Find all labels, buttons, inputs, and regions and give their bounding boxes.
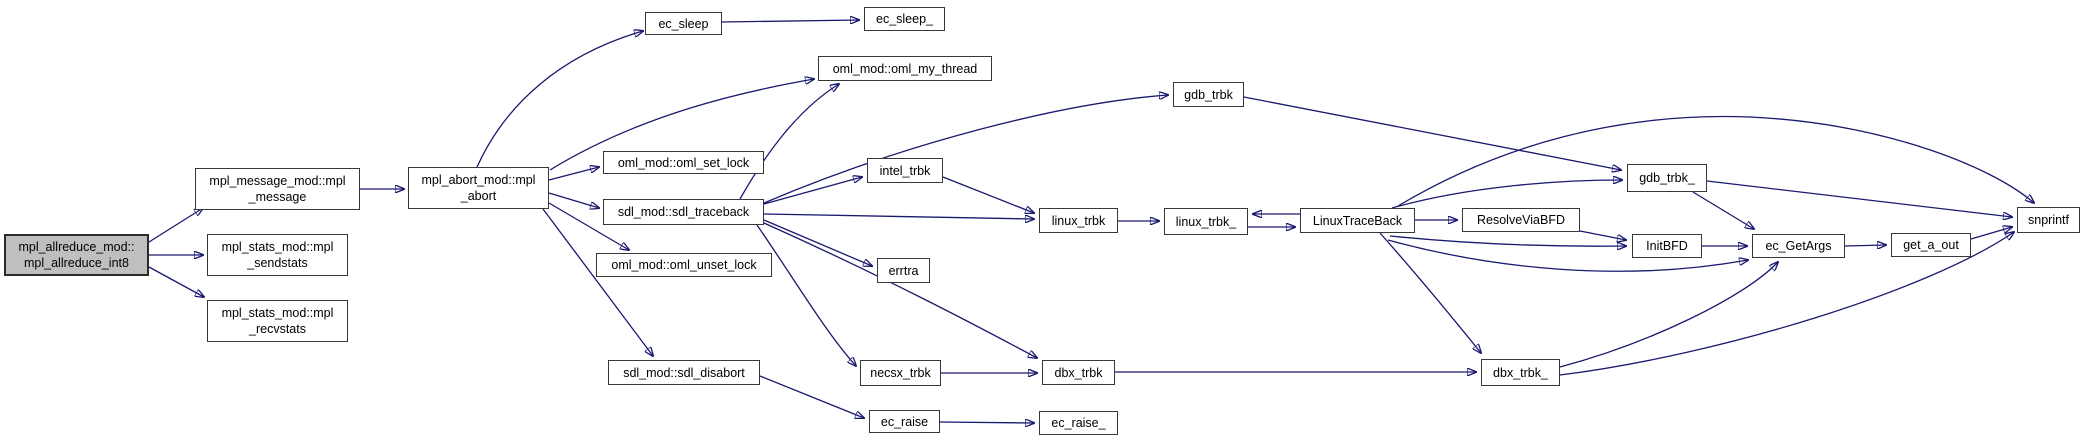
edge-linuxtraceback-to-dbx-trbk-u (1379, 232, 1481, 353)
edge-mpl-abort-to-sdl-traceback (548, 192, 599, 208)
edge-sdl-traceback-to-necsx-trbk (756, 224, 856, 366)
node-get-a-out[interactable]: get_a_out (1891, 233, 1971, 257)
edge-sdl-disabort-to-ec-raise (759, 375, 864, 418)
edge-gdb-trbk-u-to-snprintf (1706, 180, 2012, 217)
node-gdb-trbk[interactable]: gdb_trbk (1173, 82, 1244, 107)
edge-mpl-abort-to-oml-my-thread (549, 79, 814, 171)
edge-ec-raise-to-ec-raise-u (939, 422, 1034, 423)
node-mpl-recvstats[interactable]: mpl_stats_mod::mpl _recvstats (207, 300, 348, 342)
edge-root-to-mpl-recvstats (148, 266, 204, 297)
edge-dbx-trbk-u-to-ec-getargs (1559, 262, 1778, 368)
edge-ec-sleep-to-ec-sleep-u (721, 20, 859, 22)
edge-mpl-abort-to-oml-set-lock (548, 167, 599, 181)
node-initbfd[interactable]: InitBFD (1632, 234, 1702, 258)
node-sdl-disabort[interactable]: sdl_mod::sdl_disabort (608, 360, 760, 385)
edge-ec-getargs-to-get-a-out (1844, 245, 1886, 246)
node-ec-raise-u[interactable]: ec_raise_ (1039, 411, 1118, 435)
node-intel-trbk[interactable]: intel_trbk (867, 158, 943, 183)
edge-linuxtraceback-to-ec-getargs (1387, 239, 1748, 272)
node-ec-sleep[interactable]: ec_sleep (645, 12, 722, 35)
node-dbx-trbk-u[interactable]: dbx_trbk_ (1481, 359, 1560, 386)
edge-sdl-traceback-to-gdb-trbk (763, 95, 1168, 204)
edge-intel-trbk-to-linux-trbk (942, 176, 1034, 213)
edge-mpl-abort-to-ec-sleep (476, 31, 643, 168)
node-ec-raise[interactable]: ec_raise (869, 410, 940, 433)
edge-mpl-abort-to-sdl-disabort (542, 208, 653, 356)
node-errtra[interactable]: errtra (877, 258, 930, 283)
edge-sdl-traceback-to-dbx-trbk (763, 222, 1037, 358)
node-linux-trbk-u[interactable]: linux_trbk_ (1164, 208, 1248, 235)
node-mpl-abort[interactable]: mpl_abort_mod::mpl _abort (408, 167, 549, 209)
edge-sdl-traceback-to-oml-my-thread (739, 84, 839, 200)
edge-linuxtraceback-to-initbfd (1389, 235, 1626, 246)
node-resolveviabfd[interactable]: ResolveViaBFD (1462, 208, 1580, 232)
node-gdb-trbk-u[interactable]: gdb_trbk_ (1627, 164, 1707, 192)
edge-linuxtraceback-to-gdb-trbk-u (1391, 180, 1622, 209)
node-mpl-message[interactable]: mpl_message_mod::mpl _message (195, 168, 360, 210)
edge-linuxtraceback-to-snprintf (1397, 115, 2034, 207)
node-linuxtraceback[interactable]: LinuxTraceBack (1300, 208, 1415, 233)
node-snprintf[interactable]: snprintf (2017, 207, 2080, 233)
edge-gdb-trbk-u-to-ec-getargs (1692, 191, 1754, 229)
edge-resolveviabfd-to-initbfd (1579, 230, 1626, 240)
edge-sdl-traceback-to-linux-trbk (763, 213, 1034, 219)
node-linux-trbk[interactable]: linux_trbk (1039, 208, 1118, 233)
node-mpl-allreduce-int8[interactable]: mpl_allreduce_mod:: mpl_allreduce_int8 (4, 234, 149, 276)
edge-gdb-trbk-to-gdb-trbk-u (1243, 96, 1621, 170)
node-sdl-traceback[interactable]: sdl_mod::sdl_traceback (603, 199, 764, 225)
node-oml-unset-lock[interactable]: oml_mod::oml_unset_lock (596, 253, 772, 277)
node-mpl-sendstats[interactable]: mpl_stats_mod::mpl _sendstats (207, 234, 348, 276)
node-oml-set-lock[interactable]: oml_mod::oml_set_lock (603, 151, 764, 174)
node-ec-sleep-u[interactable]: ec_sleep_ (864, 7, 945, 31)
edge-dbx-trbk-u-to-snprintf (1559, 232, 2014, 376)
node-ec-getargs[interactable]: ec_GetArgs (1752, 234, 1845, 258)
node-dbx-trbk[interactable]: dbx_trbk (1042, 360, 1115, 385)
node-necsx-trbk[interactable]: necsx_trbk (860, 360, 941, 386)
edge-sdl-traceback-to-intel-trbk (763, 177, 862, 205)
edge-mpl-abort-to-oml-unset-lock (548, 202, 629, 250)
node-oml-my-thread[interactable]: oml_mod::oml_my_thread (818, 56, 992, 81)
edge-sdl-traceback-to-errtra (763, 219, 872, 266)
edge-root-to-mpl-message (148, 208, 203, 243)
edge-get-a-out-to-snprintf (1970, 227, 2012, 240)
